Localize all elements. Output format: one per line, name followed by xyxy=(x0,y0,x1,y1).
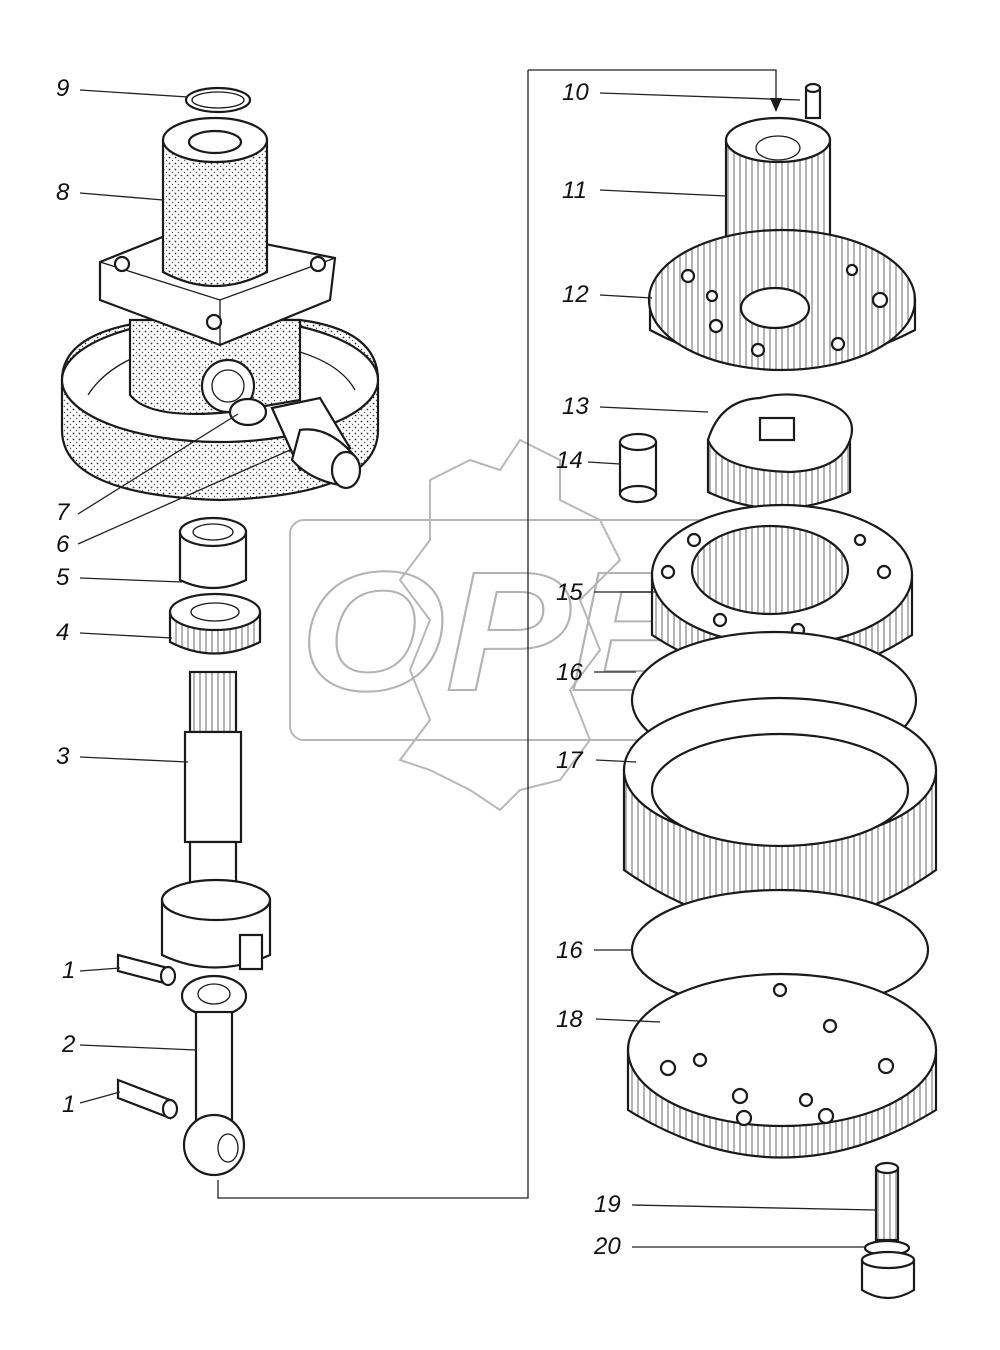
part-7-ring xyxy=(228,397,268,427)
part-13-inner-rotor xyxy=(706,393,854,510)
part-labels: 9 8 7 6 5 4 3 1 2 1 10 11 12 13 14 15 16… xyxy=(56,75,621,1260)
part-9-o-ring xyxy=(184,86,252,114)
label-16-lower: 16 xyxy=(556,937,583,964)
label-17: 17 xyxy=(556,747,584,774)
label-5: 5 xyxy=(56,564,70,591)
part-12-top-plate xyxy=(647,228,917,372)
part-1-pin-lower xyxy=(116,1078,179,1120)
part-5-bushing xyxy=(178,516,248,590)
label-9: 9 xyxy=(56,75,69,102)
part-17-housing-ring xyxy=(622,696,938,926)
part-1-pin-upper xyxy=(116,953,177,987)
leader-lines xyxy=(77,89,877,1248)
label-12: 12 xyxy=(562,281,589,308)
label-16-upper: 16 xyxy=(556,659,583,686)
connection-bracket xyxy=(217,69,777,1199)
label-3: 3 xyxy=(56,743,70,770)
label-14: 14 xyxy=(556,447,583,474)
label-1-lower: 1 xyxy=(62,1091,75,1118)
label-1-upper: 1 xyxy=(62,957,75,984)
label-19: 19 xyxy=(594,1191,621,1218)
label-6: 6 xyxy=(56,531,70,558)
part-11-drive-sleeve xyxy=(724,116,832,253)
part-18-bottom-plate xyxy=(626,972,938,1159)
label-4: 4 xyxy=(56,619,69,646)
label-8: 8 xyxy=(56,179,70,206)
part-3-shaft xyxy=(160,670,272,971)
part-14-roller xyxy=(618,432,658,504)
part-19-20-bolt xyxy=(860,1161,916,1300)
label-11: 11 xyxy=(562,177,587,204)
part-4-bearing xyxy=(168,592,262,655)
label-10: 10 xyxy=(562,79,589,106)
label-15: 15 xyxy=(556,579,583,606)
part-8-housing xyxy=(60,116,380,502)
label-2: 2 xyxy=(61,1031,75,1058)
watermark-gear-icon xyxy=(398,438,622,812)
label-18: 18 xyxy=(556,1006,583,1033)
arrow-head-icon xyxy=(770,98,782,112)
label-20: 20 xyxy=(593,1233,621,1260)
label-13: 13 xyxy=(562,393,589,420)
part-10-pin xyxy=(804,82,822,120)
part-2-link-rod xyxy=(180,974,248,1177)
label-7: 7 xyxy=(56,499,71,526)
